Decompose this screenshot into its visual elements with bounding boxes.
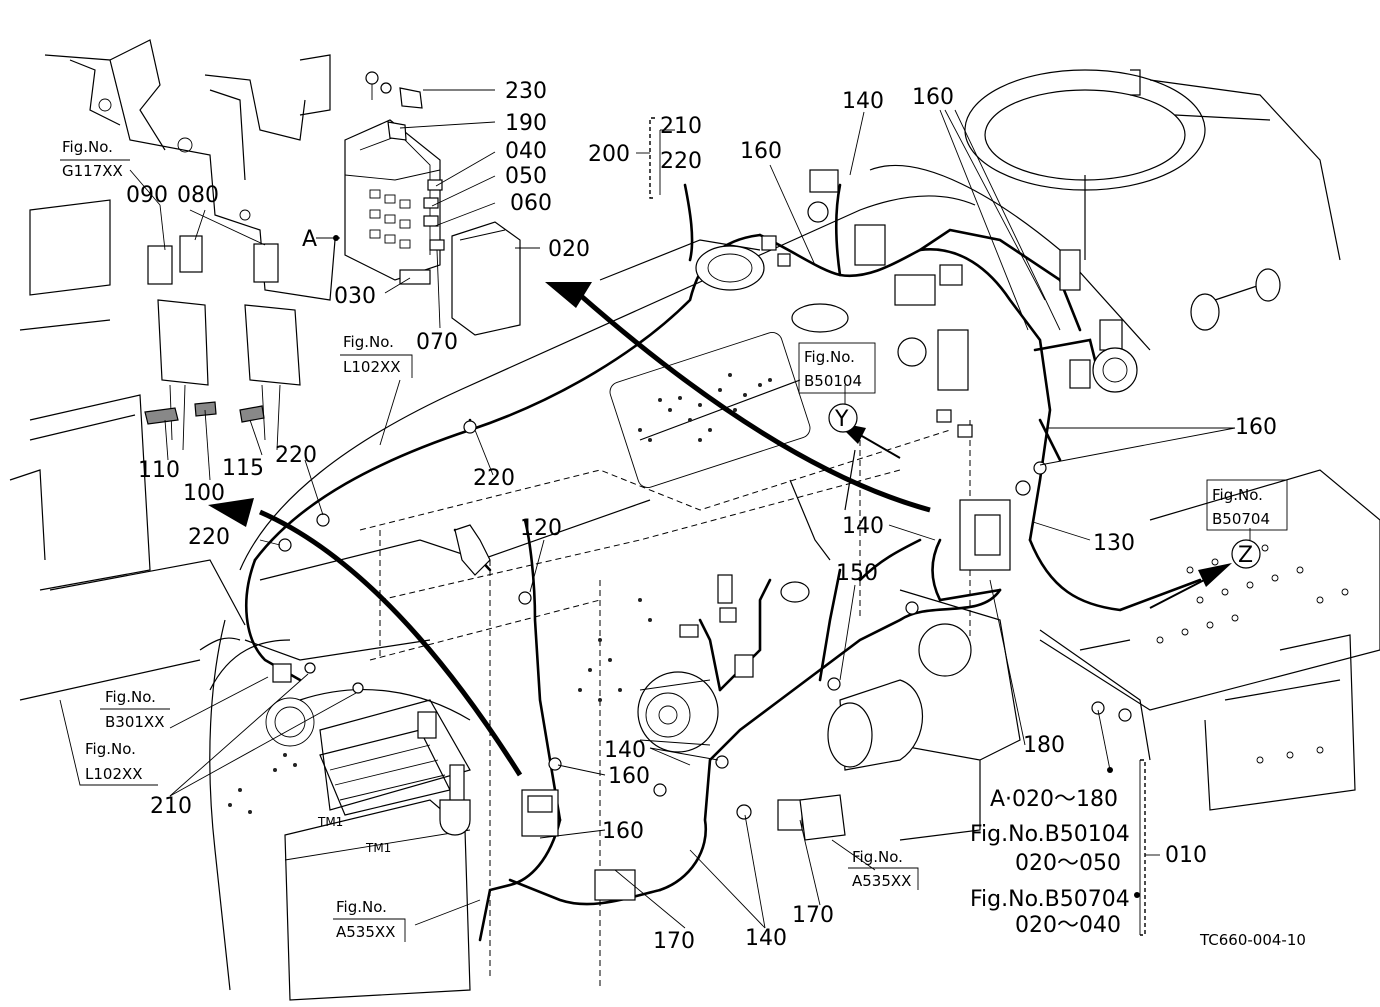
label-120: 120	[520, 516, 562, 541]
label-210-top: 210	[660, 114, 702, 139]
label-140-d: 140	[745, 926, 787, 951]
bracket-joins	[636, 152, 1160, 856]
label-020: 020	[548, 237, 590, 262]
ref-l102-top-label: Fig.No.	[343, 333, 394, 351]
label-050: 050	[505, 164, 547, 189]
label-180: 180	[1023, 733, 1065, 758]
ref-a535-center-label: Fig.No.	[852, 848, 903, 866]
figure-code: TC660-004-10	[1199, 931, 1306, 949]
callout-markers: A Y Z	[302, 227, 1261, 569]
ref-b50704-label: Fig.No.	[1212, 486, 1263, 504]
marker-z: Z	[1238, 543, 1253, 568]
ref-b50104-code: B50104	[804, 372, 862, 390]
label-160-d: 160	[608, 764, 650, 789]
direction-arrows	[208, 282, 1232, 777]
label-100: 100	[183, 481, 225, 506]
label-110: 110	[138, 458, 180, 483]
label-190: 190	[505, 111, 547, 136]
label-160-c: 160	[1235, 415, 1277, 440]
label-220-b: 220	[473, 466, 515, 491]
part-labels: 230 190 040 050 060 020 030 070 090 080 …	[126, 79, 1277, 954]
label-140-b: 140	[842, 514, 884, 539]
leader-lines	[129, 89, 1251, 935]
label-010: 010	[1165, 843, 1207, 868]
legend-line-4: Fig.No.B50704	[970, 887, 1130, 912]
label-080: 080	[177, 183, 219, 208]
decal-plate	[609, 332, 811, 488]
label-090: 090	[126, 183, 168, 208]
label-160-b: 160	[912, 85, 954, 110]
label-220-top: 220	[660, 149, 702, 174]
label-140-c: 140	[604, 738, 646, 763]
steering-and-dash	[869, 69, 1380, 841]
label-040: 040	[505, 139, 547, 164]
fuse-box	[344, 71, 521, 336]
label-200: 200	[588, 142, 630, 167]
label-130: 130	[1093, 531, 1135, 556]
figure-references: Fig.No. G117XX Fig.No. L102XX Fig.No. B5…	[59, 138, 1288, 942]
legend-line-2: Fig.No.B50104	[970, 822, 1130, 847]
ref-b301-label: Fig.No.	[105, 688, 156, 706]
label-160-a: 160	[740, 139, 782, 164]
ref-a535-bottom-label: Fig.No.	[336, 898, 387, 916]
leader-dots	[333, 235, 1140, 898]
legend-block: A·020～180 Fig.No.B50104 020～050 Fig.No.B…	[970, 787, 1130, 938]
battery-decal-b: TM1	[365, 841, 391, 855]
label-030: 030	[334, 284, 376, 309]
ref-g117-code: G117XX	[62, 162, 123, 180]
label-070: 070	[416, 330, 458, 355]
label-140-a: 140	[842, 89, 884, 114]
grouping-brackets	[649, 117, 1146, 936]
battery-decal-a: TM1	[317, 815, 343, 829]
label-230: 230	[505, 79, 547, 104]
fuse-holders	[144, 235, 301, 451]
label-220-c: 220	[188, 525, 230, 550]
legend-line-1: A·020～180	[990, 787, 1118, 812]
battery-decals: TM1 TM1	[317, 815, 391, 855]
label-220-a: 220	[275, 443, 317, 468]
ref-a535-center-code: A535XX	[852, 872, 911, 890]
connectors	[272, 169, 1138, 901]
ref-l102-bottom-code: L102XX	[85, 765, 143, 783]
label-170-b: 170	[792, 903, 834, 928]
ref-g117-label: Fig.No.	[62, 138, 113, 156]
legend-line-3: 020～050	[1015, 851, 1121, 876]
ref-b50104-label: Fig.No.	[804, 348, 855, 366]
wire-harness	[245, 183, 1202, 942]
texture-speckles	[228, 373, 772, 814]
label-150: 150	[836, 561, 878, 586]
label-170-a: 170	[653, 929, 695, 954]
label-160-e: 160	[602, 819, 644, 844]
frame-structure	[9, 39, 336, 701]
marker-a: A	[302, 227, 317, 252]
ref-a535-bottom-code: A535XX	[336, 923, 395, 941]
label-210-bottom: 210	[150, 794, 192, 819]
ref-l102-bottom-label: Fig.No.	[85, 740, 136, 758]
legend-line-5: 020～040	[1015, 913, 1121, 938]
bonnet	[199, 195, 976, 1001]
label-060: 060	[510, 191, 552, 216]
ref-l102-top-code: L102XX	[343, 358, 401, 376]
label-115: 115	[222, 456, 264, 481]
ref-b50704-code: B50704	[1212, 510, 1270, 528]
marker-y: Y	[834, 407, 849, 432]
ref-b301-code: B301XX	[105, 713, 164, 731]
